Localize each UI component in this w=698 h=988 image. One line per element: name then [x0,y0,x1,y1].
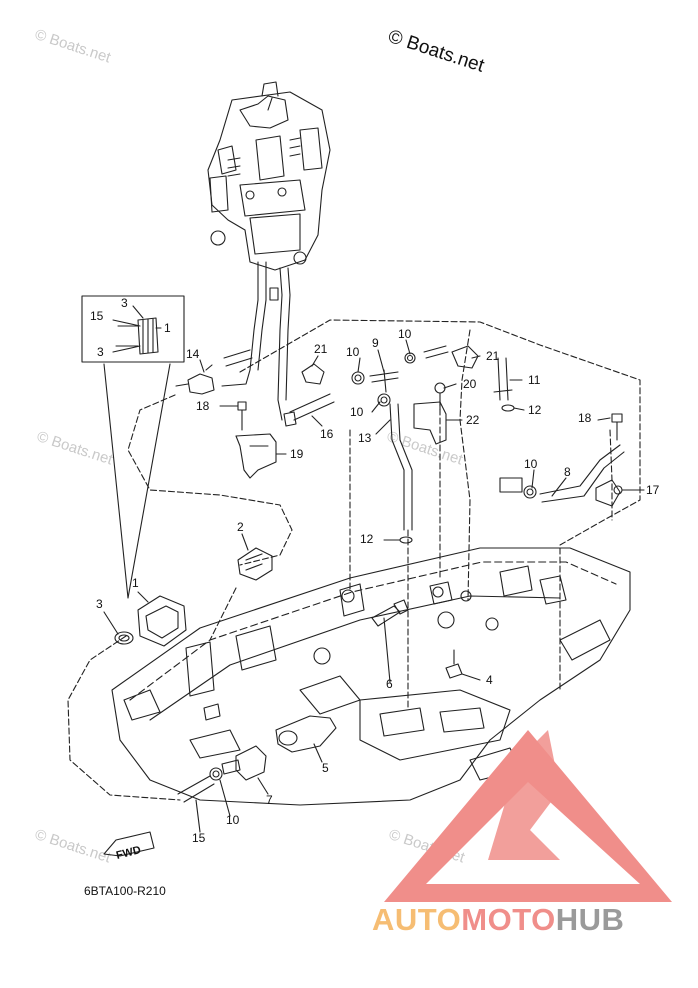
callout-12-top: 12 [528,403,542,417]
callout-13: 13 [358,431,372,445]
callout-22: 22 [466,413,480,427]
vapor-separator-assembly [207,81,331,271]
callout-15: 15 [192,831,206,845]
brand-logo-mark [384,730,672,902]
diagram-code: 6BTA100-R210 [84,884,166,898]
brand-part-moto: MOTO [461,902,556,937]
callout-16: 16 [320,427,334,441]
callout-21-left: 21 [314,342,328,356]
callout-18-left: 18 [196,399,210,413]
callout-10-c: 10 [398,327,412,341]
callout-3: 3 [96,597,103,611]
callout-20: 20 [463,377,477,391]
callout-10-e: 10 [226,813,240,827]
inset-box [81,295,185,363]
callout-5: 5 [322,761,329,775]
callout-11: 11 [528,373,541,387]
callout-18-right: 18 [578,411,592,425]
callout-6: 6 [386,677,393,691]
brand-part-auto: AUTO [372,902,462,937]
callout-10-d: 10 [524,457,538,471]
callout-9: 9 [372,336,379,350]
brand-part-hub: HUB [555,902,625,937]
callout-10-a: 10 [346,345,360,359]
callout-21-right: 21 [486,349,500,363]
callout-2: 2 [237,520,244,534]
callout-8: 8 [564,465,571,479]
callout-inset-15: 15 [90,309,104,323]
callout-inset-1: 1 [164,321,171,335]
callout-17: 17 [646,483,660,497]
callout-inset-3-bottom: 3 [97,345,104,359]
callout-10-b: 10 [350,405,364,419]
callout-7: 7 [266,793,273,807]
callout-12-bottom: 12 [360,532,374,546]
callout-4: 4 [486,673,493,687]
callout-19: 19 [290,447,304,461]
bottom-cowling [111,547,631,806]
callout-1: 1 [132,576,139,590]
callout-14: 14 [186,347,200,361]
brand-wordmark: AUTOMOTOHUB [372,902,624,938]
fwd-arrow-outline [103,831,155,857]
callout-inset-3-top: 3 [121,296,128,310]
